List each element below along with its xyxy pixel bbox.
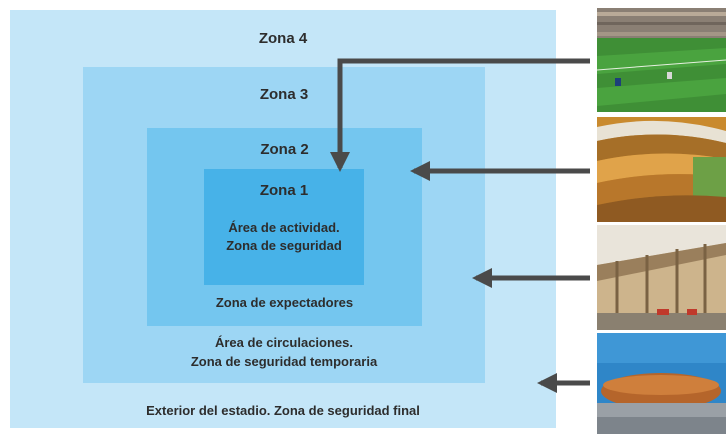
zone-3-description-line-2: Zona de seguridad temporaria — [190, 354, 378, 369]
zone-2-title: Zona 2 — [260, 141, 309, 158]
stadium-exterior-photo — [597, 333, 726, 434]
zone-3-title: Zona 3 — [259, 86, 309, 103]
stadium-stands-photo — [597, 117, 726, 222]
zone-2-description: Zona de expectadores — [215, 295, 354, 310]
stadium-concourse-photo — [597, 225, 726, 330]
zone-3-description-line-1: Área de circulaciones. — [214, 335, 353, 350]
zone-1-description-line-2: Zona de seguridad — [226, 238, 342, 253]
zone-1-description-line-1: Área de actividad. — [228, 220, 340, 235]
zone-1-box: Zona 1 Área de actividad. Zona de seguri… — [204, 169, 364, 285]
arrow-zone-1 — [330, 58, 590, 172]
zone-1-title: Zona 1 — [259, 182, 309, 199]
zone-4-title: Zona 4 — [258, 30, 308, 47]
zone-4-description: Exterior del estadio. Zona de seguridad … — [146, 403, 420, 418]
stadium-pitch-photo — [597, 8, 726, 112]
